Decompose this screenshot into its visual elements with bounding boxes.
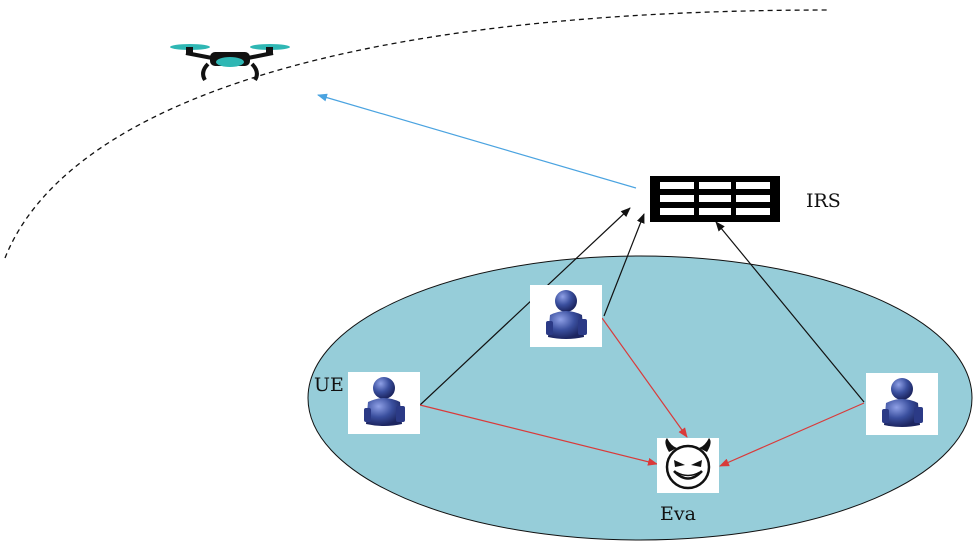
irs-label: IRS bbox=[806, 190, 841, 212]
user-icon bbox=[530, 285, 602, 347]
user-icon bbox=[348, 372, 420, 434]
irs-uav-link bbox=[317, 93, 637, 189]
ue-top-eva-link bbox=[601, 317, 688, 438]
coverage-area bbox=[307, 255, 973, 541]
drone-icon bbox=[170, 44, 290, 82]
uav-trajectory bbox=[4, 9, 831, 259]
eva-label: Eva bbox=[660, 503, 696, 525]
reflecting-surface-icon bbox=[650, 176, 780, 222]
ue-left-irs-link bbox=[419, 207, 631, 406]
ue-left-eva-link bbox=[419, 404, 658, 466]
ue-right-irs-link bbox=[715, 221, 865, 403]
ue-top-irs-link bbox=[603, 213, 645, 317]
user-icon bbox=[866, 373, 938, 435]
devil-face-icon bbox=[657, 438, 719, 493]
ue-label: UE bbox=[314, 374, 344, 396]
ue-right-eva-link bbox=[719, 402, 865, 467]
